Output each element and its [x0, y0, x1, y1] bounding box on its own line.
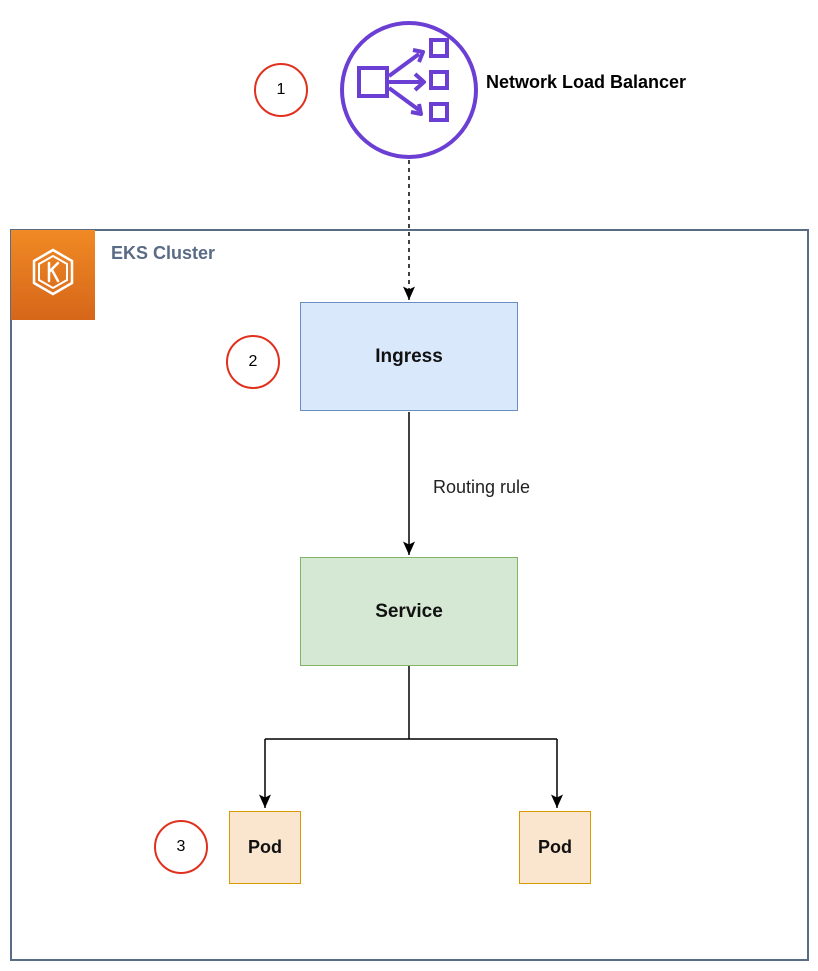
cluster-label: EKS Cluster: [111, 243, 216, 263]
pod-node: Pod: [229, 811, 301, 884]
routing-rule-label: Routing rule: [433, 477, 531, 497]
step-marker-1: 1: [254, 63, 308, 117]
step-marker-3: 3: [154, 820, 208, 874]
ingress-node: Ingress: [300, 302, 518, 411]
ingress-label: Ingress: [375, 345, 443, 367]
eks-cluster-container: [10, 229, 809, 961]
service-label: Service: [375, 600, 443, 622]
pod-label: Pod: [248, 837, 282, 857]
nlb-label: Network Load Balancer: [486, 72, 687, 92]
eks-kubernetes-icon: [11, 230, 95, 320]
service-node: Service: [300, 557, 518, 666]
pod-node: Pod: [519, 811, 591, 884]
step-marker-2: 2: [226, 335, 280, 389]
pod-label: Pod: [538, 837, 572, 857]
network-load-balancer-icon: [339, 20, 479, 160]
